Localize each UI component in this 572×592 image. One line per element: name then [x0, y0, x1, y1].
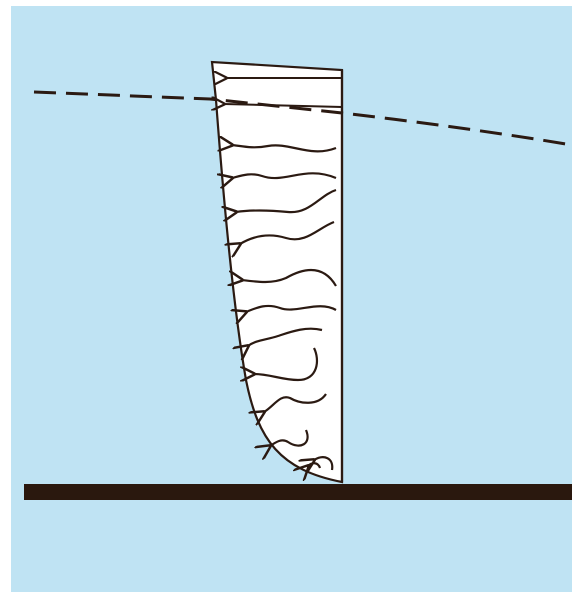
flow-arrow-11 — [314, 456, 334, 470]
flow-arrow-upper — [224, 104, 343, 107]
flow-arrow-3 — [236, 188, 337, 212]
flow-arrow-9 — [264, 393, 327, 412]
flow-arrow-4 — [240, 220, 335, 244]
flow-arrow-12 — [308, 462, 322, 468]
flow-arrow-6 — [246, 304, 337, 312]
flow-arrow-7 — [248, 327, 323, 346]
ground-surface — [24, 484, 572, 500]
flow-arrow-10 — [270, 429, 309, 446]
flow-arrow-8 — [254, 347, 318, 380]
flow-arrow-5 — [242, 269, 337, 286]
flow-arrow-1 — [232, 145, 337, 151]
flow-arrows — [232, 145, 337, 470]
flow-arrow-2 — [232, 172, 337, 178]
